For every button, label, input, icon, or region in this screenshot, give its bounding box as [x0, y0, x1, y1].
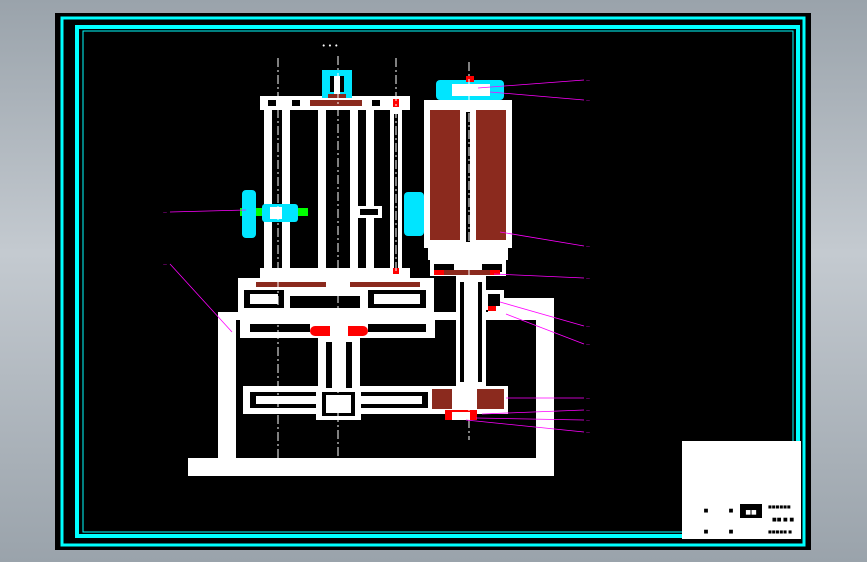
central-column	[318, 338, 360, 388]
balloon-right: —	[586, 78, 590, 83]
handwheel-assembly	[240, 190, 308, 238]
lower-gearbox	[243, 386, 508, 420]
right-cyan-clamp	[404, 192, 424, 236]
motor-drum	[424, 76, 512, 276]
balloon-right: —	[586, 244, 590, 249]
drum-hatch-left	[430, 110, 460, 240]
crossbar-hatch	[310, 100, 362, 106]
title-block-cell: ■	[704, 529, 709, 535]
balloon-left: —	[163, 210, 167, 215]
title-block-dark-cell	[740, 504, 762, 518]
title-block-cell: ■	[729, 529, 734, 535]
leader-lines	[169, 79, 585, 433]
balloon-left: —	[163, 262, 167, 267]
sheet-border-line	[82, 30, 794, 533]
balloon-right: —	[586, 418, 590, 423]
platform-hatch-left	[256, 282, 326, 287]
balloon-right: —	[586, 324, 590, 329]
top-bearing-block	[322, 70, 352, 98]
title-block-cell: ■	[704, 508, 709, 514]
drum-hatch-right	[476, 110, 506, 240]
centre-lines	[277, 56, 470, 462]
balloon-labels: — — — — — — — — — — — —	[163, 78, 590, 435]
balloon-right: —	[586, 430, 590, 435]
middle-platform	[238, 278, 435, 340]
crossbar-red-bolt	[393, 99, 399, 107]
platform-hatch-right	[350, 282, 420, 287]
shaft-red-ring	[488, 306, 496, 311]
right-output-shaft	[456, 276, 504, 388]
handwheel-rim	[242, 190, 256, 238]
balloon-right: —	[586, 396, 590, 401]
title-block: ■■ ■ ■ ■■■■■■ ■■ ■ ■ ■ ■ ■■■■■ ■	[682, 441, 801, 539]
title-block-dark-text: ■■	[745, 509, 757, 516]
balloon-right: —	[586, 98, 590, 103]
title-block-cell: ■■ ■ ■	[772, 517, 794, 523]
title-block-cell: ■■■■■ ■	[768, 529, 792, 534]
top-mark: • • •	[322, 42, 339, 50]
sheet-border-inner	[75, 25, 800, 538]
title-block-cell: ■	[729, 508, 734, 514]
sheet-border-outer	[60, 16, 806, 547]
balloon-right: —	[586, 342, 590, 347]
balloon-right: —	[586, 408, 590, 413]
balloon-right: —	[586, 276, 590, 281]
title-block-cell: ■■■■■■	[768, 504, 791, 509]
